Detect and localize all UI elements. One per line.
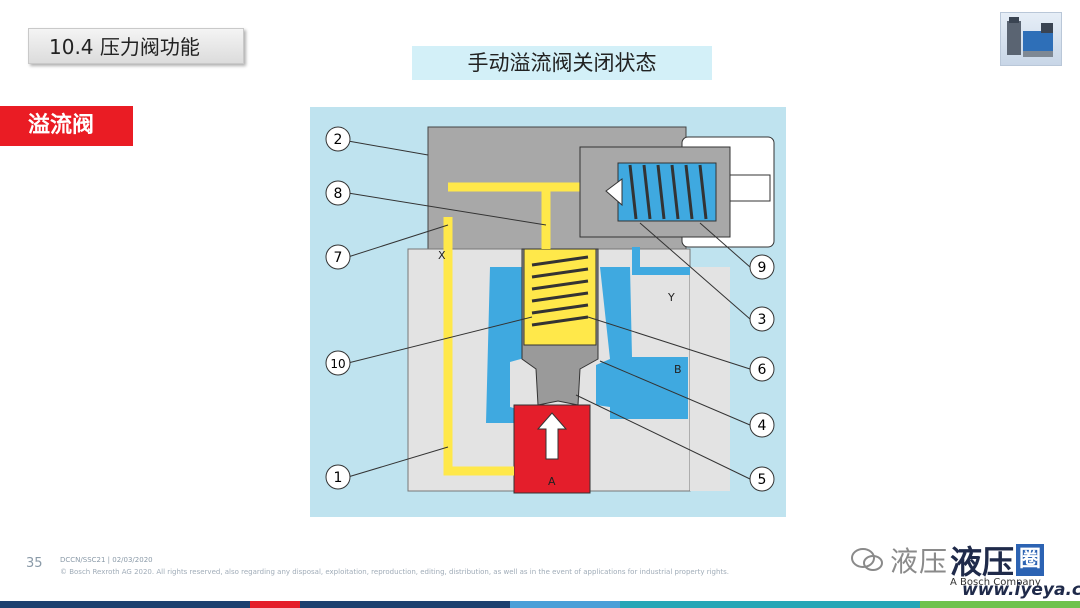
watermark: 液压 液压 圈 — [850, 538, 1045, 582]
port-x-label: X — [438, 249, 446, 262]
svg-text:8: 8 — [334, 186, 343, 202]
port-b-label: B — [674, 363, 682, 376]
wechat-icon — [851, 548, 883, 571]
pressure-arrow-icon — [536, 412, 568, 460]
callout-6: 6 — [749, 356, 775, 382]
port-y-label: Y — [667, 291, 675, 304]
valve-diagram: 2 8 7 10 1 9 3 6 4 5 X Y B A — [310, 107, 786, 517]
port-b-channel — [486, 267, 528, 423]
callout-7: 7 — [325, 244, 351, 270]
pilot-adjuster — [729, 174, 771, 202]
copyright-notice: © Bosch Rexroth AG 2020. All rights rese… — [60, 568, 730, 576]
site-url[interactable]: www.iyeya.cn — [962, 580, 1080, 600]
svg-text:10: 10 — [330, 357, 345, 371]
page-number: 35 — [26, 556, 43, 571]
callout-2: 2 — [325, 126, 351, 152]
callout-3: 3 — [749, 306, 775, 332]
chapter-tab: 10.4 压力阀功能 — [28, 28, 244, 64]
callout-4: 4 — [749, 412, 775, 438]
callout-8: 8 — [325, 180, 351, 206]
pilot-poppet — [605, 178, 623, 207]
watermark-box: 圈 — [1016, 544, 1045, 576]
main-body-right — [690, 267, 730, 491]
section-label: 溢流阀 — [0, 106, 133, 146]
svg-text:9: 9 — [758, 260, 767, 276]
footer-code: DCCN/SSC21 | 02/03/2020 — [60, 556, 153, 564]
main-spring — [531, 255, 589, 327]
pilot-spring — [628, 164, 708, 220]
svg-text:4: 4 — [758, 418, 767, 434]
callouts: 2 8 7 10 1 9 3 6 4 5 — [325, 126, 775, 492]
callout-9: 9 — [749, 254, 775, 280]
svg-text:2: 2 — [334, 132, 343, 148]
svg-text:1: 1 — [334, 470, 343, 486]
svg-text:6: 6 — [758, 362, 767, 378]
product-thumbnail — [1000, 12, 1062, 66]
watermark-text: 液压 — [890, 545, 949, 578]
bosch-company: A Bosch Company — [950, 577, 1041, 588]
bottom-color-bar — [0, 601, 1080, 608]
slide-title: 手动溢流阀关闭状态 — [412, 46, 712, 80]
callout-10: 10 — [325, 350, 351, 376]
svg-text:5: 5 — [758, 472, 767, 488]
port-y-line — [632, 247, 690, 275]
svg-text:3: 3 — [758, 312, 767, 328]
pilot-line-x — [443, 217, 514, 476]
callout-1: 1 — [325, 464, 351, 490]
valve-product-icon — [1007, 17, 1053, 57]
port-b-channel-right — [596, 267, 688, 419]
callout-5: 5 — [749, 466, 775, 492]
port-a-label: A — [548, 475, 556, 488]
watermark-big: 液压 — [950, 543, 1015, 581]
svg-text:7: 7 — [334, 250, 343, 266]
